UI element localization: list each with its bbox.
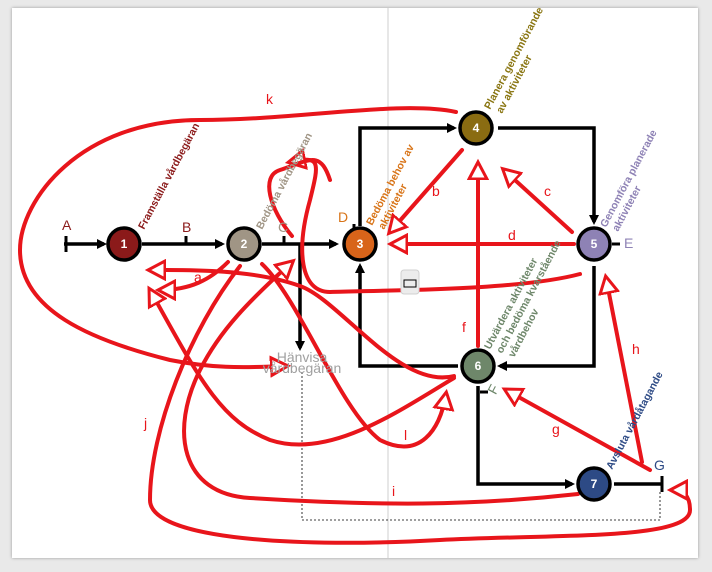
milestone-e: E bbox=[624, 235, 633, 251]
flow-a-arrow bbox=[160, 260, 230, 290]
flow-6-to-7 bbox=[476, 386, 575, 489]
node-2[interactable]: 2 bbox=[226, 226, 262, 262]
flow-label-b: b bbox=[432, 183, 440, 199]
flow-label-f: f bbox=[462, 319, 466, 335]
flow-letters: a b c d f g h i j k l bbox=[143, 91, 640, 499]
node-1-label: Framställa vårdbegäran bbox=[136, 121, 202, 231]
flow-b-arrow bbox=[390, 148, 464, 232]
node-3[interactable]: 3 bbox=[342, 226, 378, 262]
node-4-number: 4 bbox=[473, 121, 480, 135]
flow-k-arrow bbox=[17, 106, 458, 367]
flow-5-to-6 bbox=[497, 266, 596, 371]
node-5-number: 5 bbox=[591, 237, 598, 251]
flow-g-arrow bbox=[506, 390, 652, 472]
referral-label-line2: vårdbegäran bbox=[263, 360, 342, 376]
node-7-circle[interactable] bbox=[576, 466, 612, 502]
node-5[interactable]: 5 bbox=[576, 226, 612, 262]
flow-label-h: h bbox=[632, 341, 640, 357]
node-7[interactable]: 7 bbox=[576, 466, 612, 502]
feedback-flows bbox=[17, 106, 693, 545]
milestone-f: F bbox=[484, 382, 502, 397]
flow-label-g: g bbox=[552, 421, 560, 437]
node-4-circle[interactable] bbox=[458, 110, 494, 146]
flow-5-loop-arrow bbox=[290, 160, 582, 295]
referral-label-line1: Hänvisa bbox=[277, 349, 328, 365]
selection-handle-box[interactable] bbox=[400, 269, 420, 295]
flow-label-i: i bbox=[392, 483, 395, 499]
flow-label-c: c bbox=[544, 183, 551, 199]
selection-handle-grip[interactable] bbox=[403, 279, 417, 288]
flow-i-arrow bbox=[182, 262, 580, 506]
diagram-canvas: 1 2 3 4 5 6 7 bbox=[12, 8, 698, 558]
flow-label-j: j bbox=[143, 415, 147, 431]
milestone-c: C bbox=[278, 219, 288, 235]
node-6-circle[interactable] bbox=[460, 348, 496, 384]
flow-6-to-1-arrow bbox=[150, 270, 456, 380]
flow-label-l: l bbox=[404, 427, 407, 443]
flow-3-to-4 bbox=[358, 123, 457, 226]
node-2-circle[interactable] bbox=[226, 226, 262, 262]
node-2-number: 2 bbox=[241, 237, 248, 251]
selection-handle[interactable] bbox=[400, 269, 420, 295]
milestone-ticks bbox=[64, 224, 664, 492]
flow-c-arrow bbox=[504, 170, 574, 234]
milestone-a: A bbox=[62, 217, 72, 233]
node-7-number: 7 bbox=[591, 477, 598, 491]
node-6[interactable]: 6 bbox=[460, 348, 496, 384]
node-4[interactable]: 4 bbox=[458, 110, 494, 146]
milestone-d: D bbox=[338, 209, 348, 225]
flow-label-d: d bbox=[508, 227, 516, 243]
flow-4-to-5 bbox=[498, 126, 599, 225]
milestone-b: B bbox=[182, 219, 191, 235]
node-1-number: 1 bbox=[121, 237, 128, 251]
flow-6-to-3 bbox=[355, 263, 458, 368]
node-6-number: 6 bbox=[475, 359, 482, 373]
milestone-g: G bbox=[654, 457, 665, 473]
main-process-flow bbox=[64, 123, 662, 489]
flow-6-to-1-low-arrow bbox=[150, 290, 456, 447]
node-3-number: 3 bbox=[357, 237, 364, 251]
node-5-circle[interactable] bbox=[576, 226, 612, 262]
node-1-circle[interactable] bbox=[106, 226, 142, 262]
node-1[interactable]: 1 bbox=[106, 226, 142, 262]
process-diagram: 1 2 3 4 5 6 7 bbox=[17, 8, 693, 558]
flow-l-arrow bbox=[260, 262, 446, 449]
flow-label-k: k bbox=[266, 91, 274, 107]
flow-j-arrow bbox=[147, 264, 693, 545]
flow-h-arrow bbox=[606, 278, 644, 464]
flow-upper-loop-arrow bbox=[267, 158, 332, 238]
node-3-circle[interactable] bbox=[342, 226, 378, 262]
flow-label-a: a bbox=[194, 269, 202, 285]
